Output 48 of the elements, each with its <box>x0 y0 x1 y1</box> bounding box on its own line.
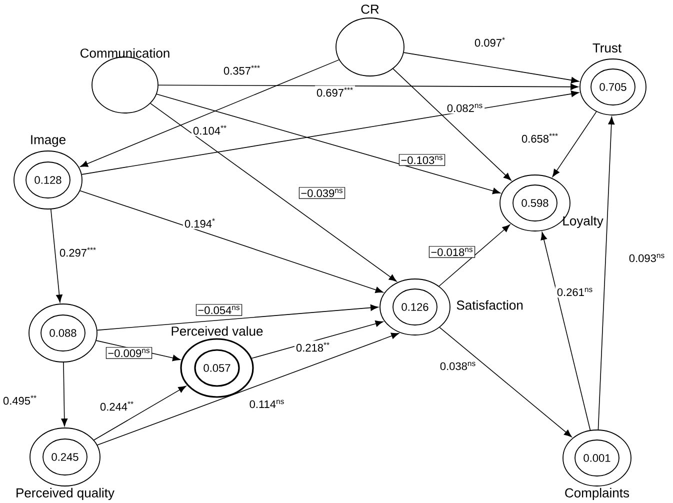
arrow <box>81 90 579 175</box>
arrow <box>158 84 578 90</box>
path-coefficient: 0.104$^{**}$ <box>192 124 229 136</box>
path-coefficient: 0.097$^{*}$ <box>472 36 507 48</box>
arrow <box>438 224 510 287</box>
construct-name: Complaints <box>565 488 630 500</box>
path-coefficient: −0.103$^{ns}$ <box>398 154 446 166</box>
construct-name: Perceived quality <box>16 488 114 500</box>
construct-ellipse <box>28 304 98 362</box>
arrow <box>94 386 186 440</box>
arrow <box>50 208 62 302</box>
arrow <box>96 304 378 331</box>
path-coefficient: 0.297$^{***}$ <box>58 246 98 258</box>
arrow <box>439 327 572 438</box>
path-coefficient: −0.009$^{ns}$ <box>106 347 152 359</box>
path-coefficient: 0.114$^{ns}$ <box>248 398 286 410</box>
path-coefficient: 0.093$^{ns}$ <box>627 252 667 264</box>
path-coefficient: 0.218$^{**}$ <box>294 340 332 354</box>
construct-name: Image <box>31 135 66 147</box>
path-coefficient: 0.082$^{ns}$ <box>445 102 485 114</box>
arrow <box>598 116 615 430</box>
arrow <box>552 111 597 178</box>
construct-name: Satisfaction <box>456 300 523 310</box>
arrow <box>80 190 384 294</box>
path-coefficient: 0.038$^{ns}$ <box>438 360 478 372</box>
arrow <box>61 362 68 426</box>
path-coefficient: −0.039$^{ns}$ <box>298 187 346 199</box>
arrow <box>150 103 397 282</box>
construct-name: Communication <box>80 48 170 58</box>
arrow <box>392 68 512 181</box>
construct-name: Perceived value <box>172 326 263 336</box>
construct-name: CR <box>361 4 379 14</box>
arrow <box>96 332 399 446</box>
construct-name: Loyalty <box>563 216 604 228</box>
path-coefficient: 0.244$^{**}$ <box>98 400 136 412</box>
arrow <box>80 59 340 167</box>
construct-name: Trust <box>592 43 622 53</box>
path-coefficient: 0.194$^{*}$ <box>183 216 218 230</box>
arrow <box>156 94 500 194</box>
arrow <box>403 52 579 84</box>
arrow <box>540 232 591 430</box>
path-coefficient: 0.261$^{ns}$ <box>555 286 595 298</box>
path-coefficient: 0.495$^{**}$ <box>2 394 39 406</box>
path-coefficient: 0.658$^{***}$ <box>520 132 560 144</box>
path-coefficient: −0.054$^{ns}$ <box>196 304 242 316</box>
path-coefficient: 0.357$^{***}$ <box>222 64 262 76</box>
path-coefficient: 0.697$^{***}$ <box>315 86 355 98</box>
path-coefficient: −0.018$^{ns}$ <box>428 246 476 258</box>
